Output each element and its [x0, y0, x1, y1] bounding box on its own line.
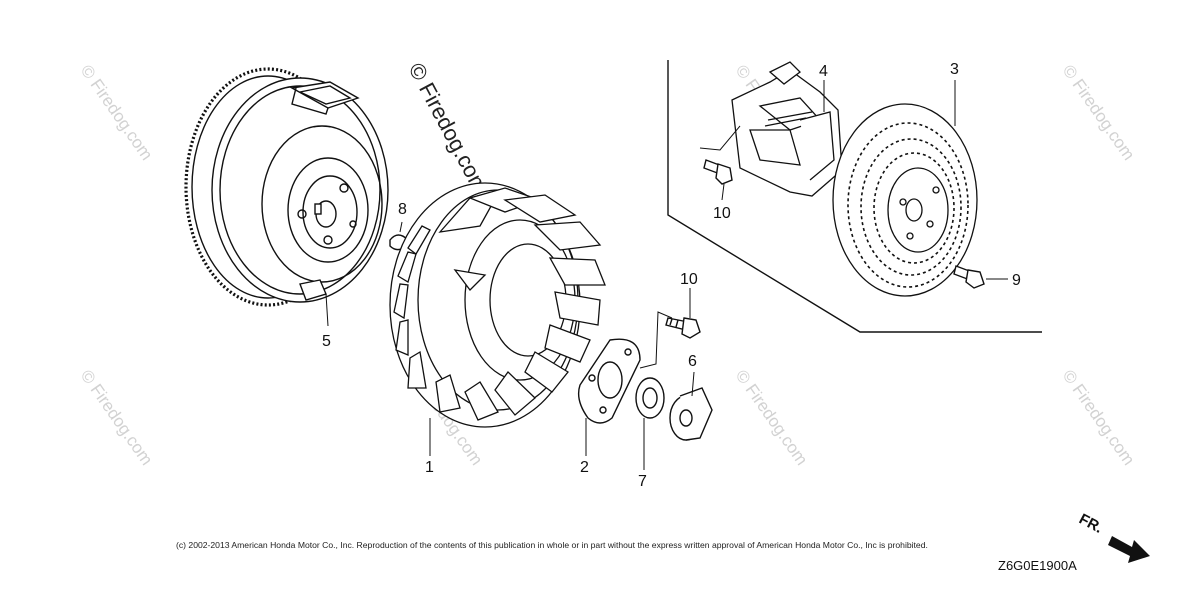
front-direction-arrow: FR.: [1076, 511, 1150, 563]
arrow-icon: [1108, 536, 1150, 563]
callout-7: 7: [638, 473, 647, 490]
copyright-notice: (c) 2002-2013 American Honda Motor Co., …: [176, 540, 928, 550]
watermark-tile: © Firedog.com: [1059, 61, 1139, 163]
group-bracket: [667, 60, 1042, 333]
callout-4: 4: [819, 63, 828, 80]
part-cooling-fan: [389, 182, 606, 428]
callout-9: 9: [1012, 272, 1021, 289]
part-bolt-lower: [665, 317, 701, 339]
diagram-code: Z6G0E1900A: [998, 558, 1077, 573]
watermark-tile: © Firedog.com: [77, 366, 157, 468]
part-bolt-upper: [703, 159, 733, 185]
part-bolt-9: [953, 265, 985, 289]
callout-10-upper: 10: [713, 205, 731, 222]
front-direction-label: FR.: [1076, 511, 1105, 537]
callout-labels: 5 8 1 2 7 6 10 10 4 3 9: [322, 61, 1021, 490]
watermark-main: © Firedog.com: [404, 59, 494, 198]
part-washer: [635, 377, 665, 419]
watermark-tile: © Firedog.com: [732, 366, 812, 468]
watermark-tile: © Firedog.com: [77, 61, 157, 163]
callout-5: 5: [322, 333, 331, 350]
callout-1: 1: [425, 459, 434, 476]
part-flange-nut: [669, 387, 713, 441]
part-flywheel: [184, 67, 389, 307]
callout-3: 3: [950, 61, 959, 78]
callout-10-lower: 10: [680, 271, 698, 288]
callout-2: 2: [580, 459, 589, 476]
callout-8: 8: [398, 201, 407, 218]
callout-6: 6: [688, 353, 697, 370]
part-fan-plate: [577, 338, 641, 424]
part-rotor-disc: [832, 103, 978, 297]
part-ignition-coil: [731, 61, 843, 197]
watermark-tile: © Firedog.com: [1059, 366, 1139, 468]
leader-lines: [325, 80, 1008, 470]
